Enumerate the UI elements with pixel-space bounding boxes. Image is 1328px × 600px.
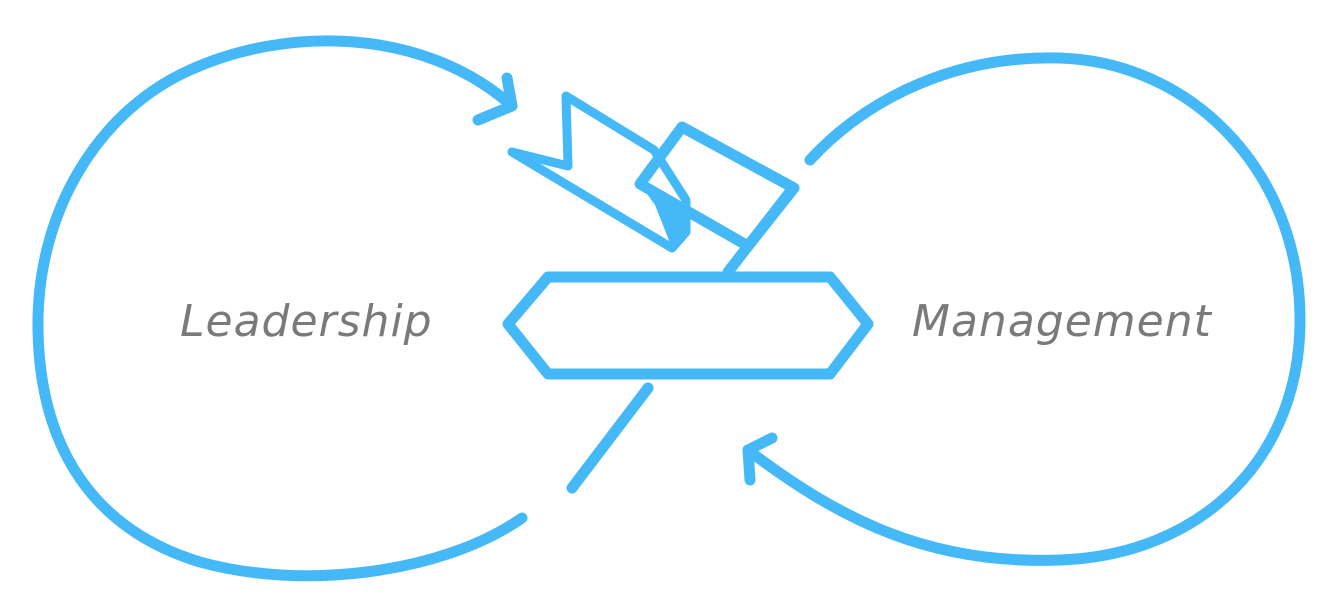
left-loop-arc	[32, 35, 528, 582]
signpost-board	[502, 271, 874, 380]
signpost-pole-lower	[566, 382, 654, 494]
leadership-label: Leadership	[180, 296, 433, 347]
right-loop-arrowhead	[742, 432, 778, 486]
left-loop-arrowhead	[472, 72, 518, 126]
right-loop-arc	[742, 52, 1306, 566]
hammer-head	[634, 121, 800, 252]
lightning-bolt	[507, 91, 691, 253]
lightning-wedge-fill	[640, 184, 690, 248]
management-label: Management	[912, 296, 1213, 347]
